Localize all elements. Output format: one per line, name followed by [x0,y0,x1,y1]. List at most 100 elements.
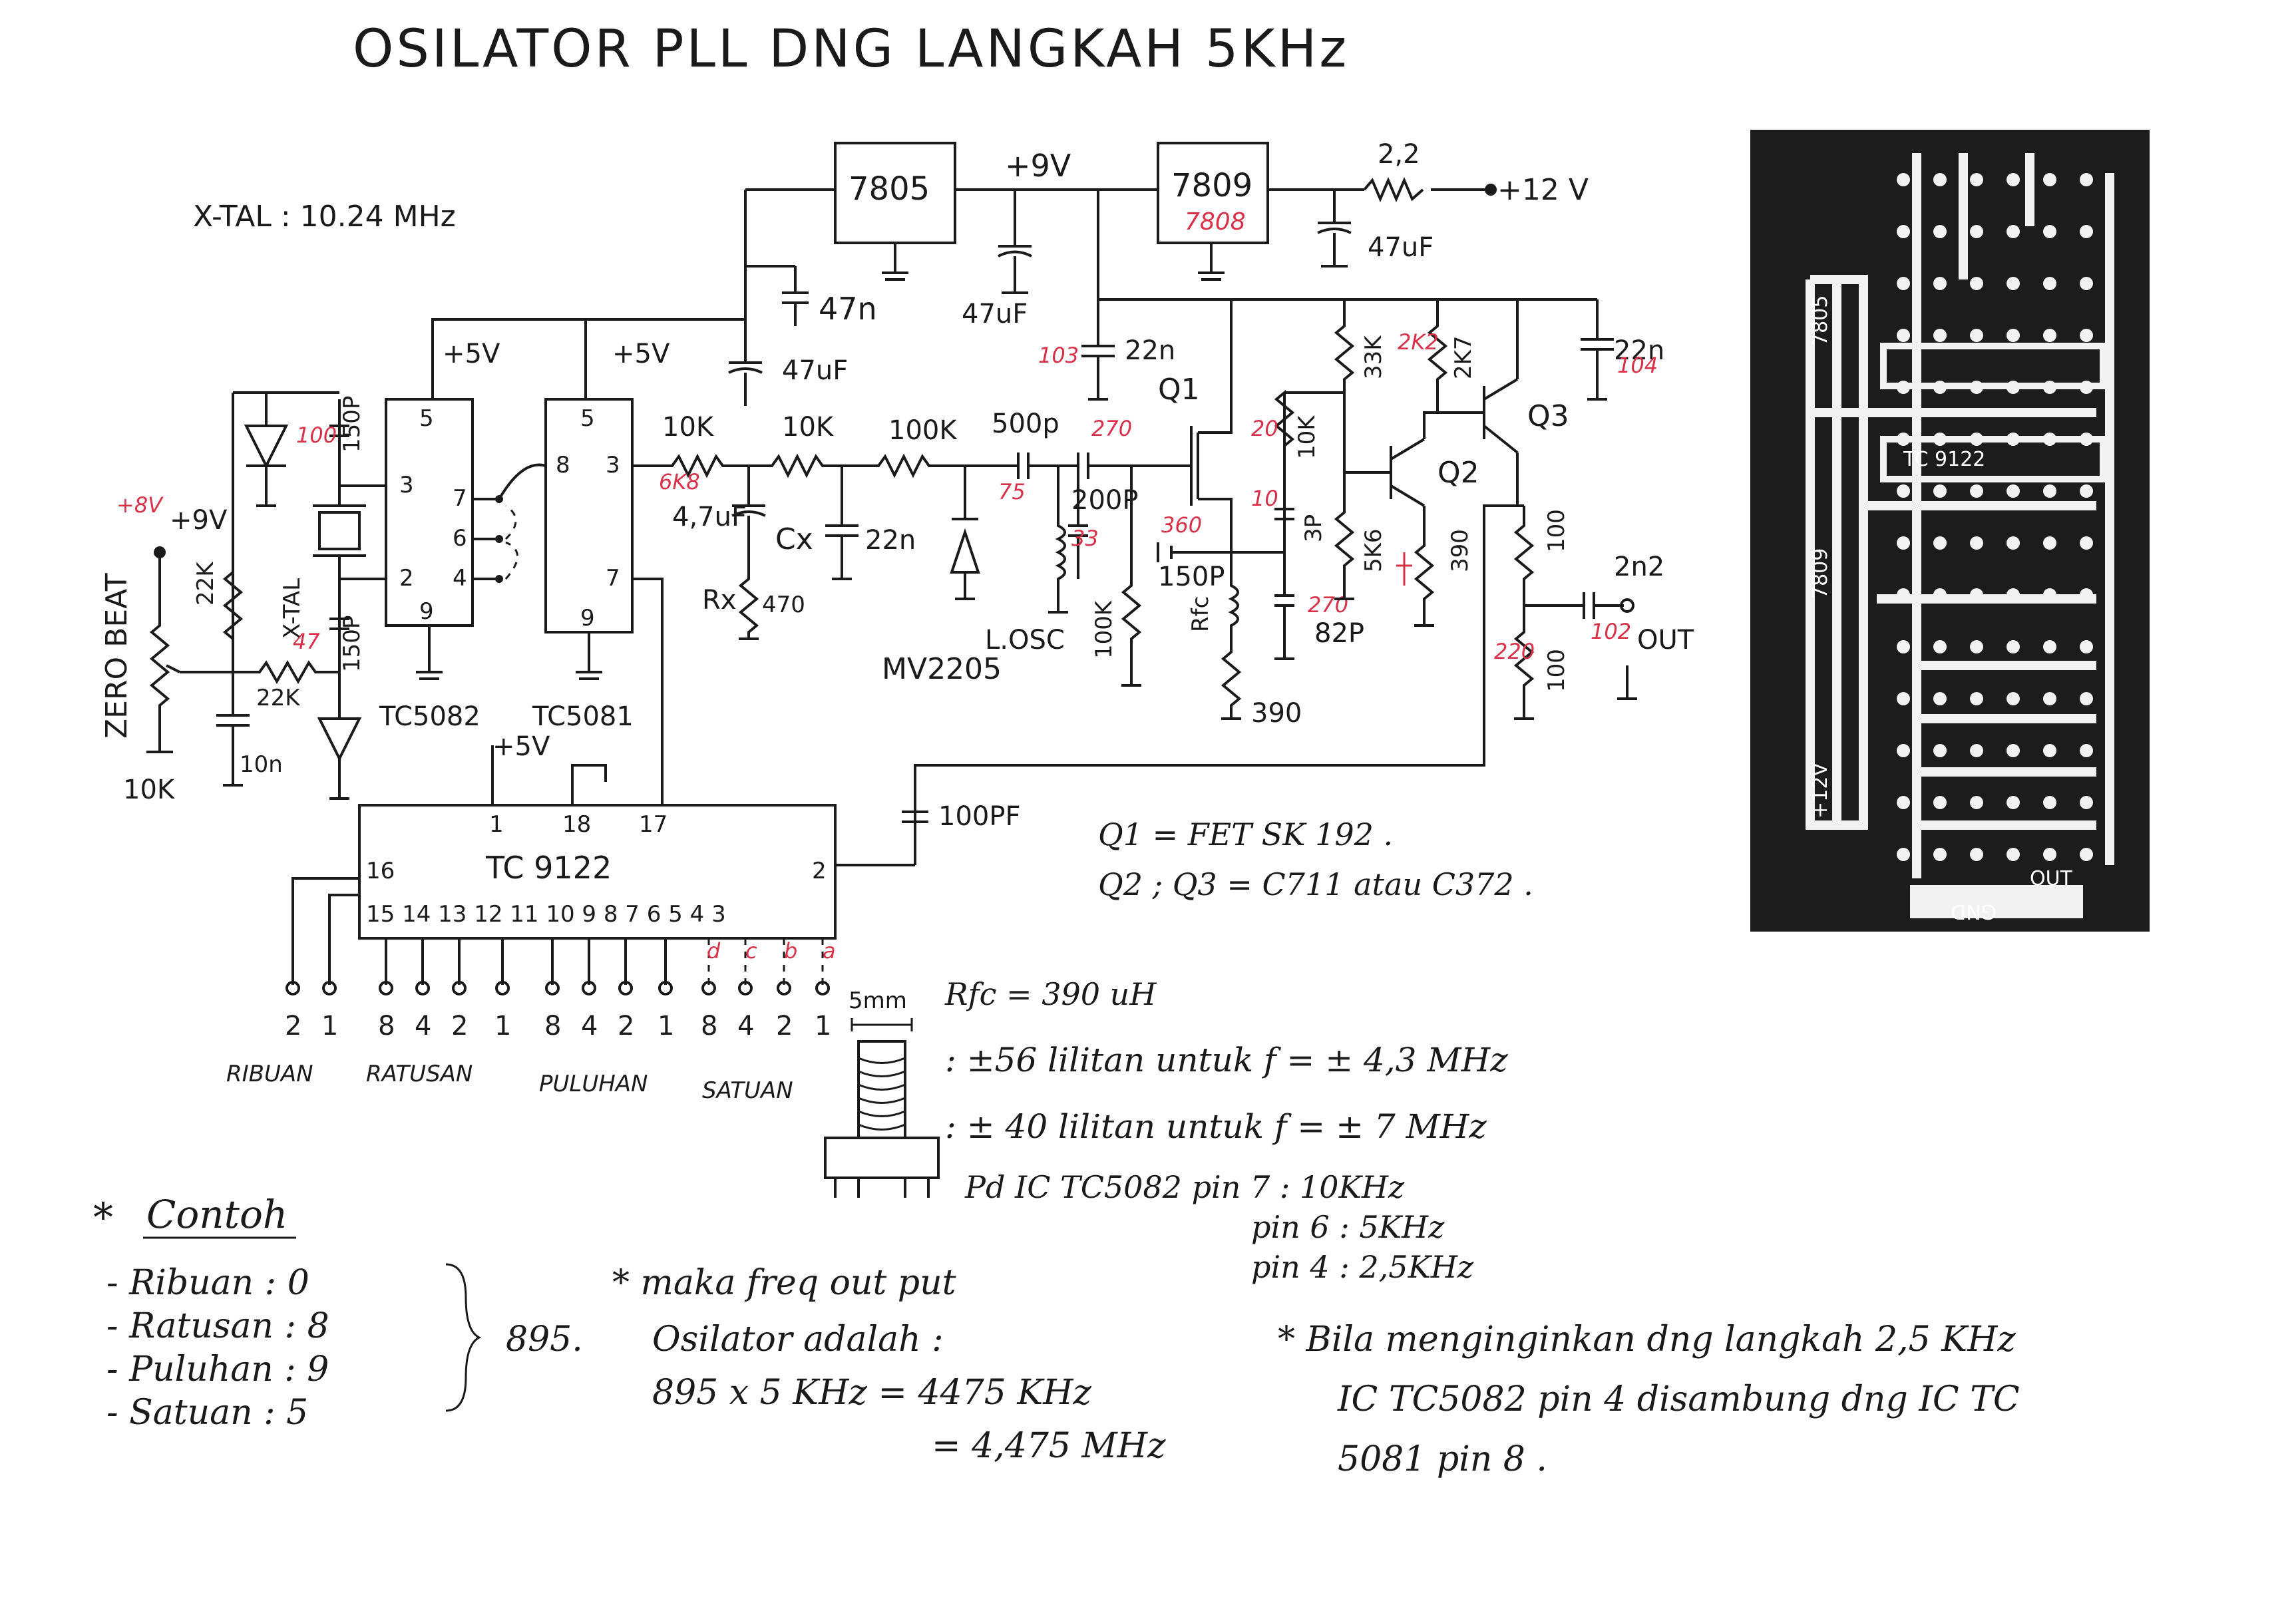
bcd-weight: 2 [451,1011,468,1041]
bcd-weight: 8 [378,1011,395,1041]
pcb-pad [2043,640,2056,653]
bcd-terminal[interactable] [379,981,393,995]
bcd-weight: 8 [701,1011,717,1041]
bcd-terminal[interactable] [545,981,560,995]
pcb-pad [1933,277,1947,290]
plus5-rail [431,318,745,399]
pcb-pad [2080,433,2093,446]
pcb-pad [2080,173,2093,186]
xtal-plates [313,479,366,586]
ic2-plus5-label: +5V [612,339,670,369]
red-mark: 20 [1251,416,1278,441]
mv2205-label: MV2205 [882,652,1002,686]
cap-100pf-label: 100PF [938,801,1020,832]
pcb-pad [1933,744,1947,757]
pcb-label: GND [1951,900,1997,923]
bcd-terminal[interactable] [701,981,716,995]
diameter-arrow [851,1018,913,1031]
pcb-label: +12V [1809,763,1832,818]
pin-label: 17 [639,811,668,838]
pcb-pad [1933,381,1947,394]
pcb-trace [1863,408,2096,604]
pcb-pad [1970,588,1983,602]
pcb-label: OUT [2030,867,2073,890]
res-10k-a-label: 10K [662,412,715,443]
cap-200p-label: 200P [1071,485,1138,516]
bcd-terminal[interactable] [286,981,300,995]
regulator-7809-red-note: 7808 [1185,208,1246,236]
bcd-terminal[interactable] [738,981,753,995]
plus9-label: +9V [170,505,228,536]
pcb-pad [1897,329,1910,342]
cap-150p-top [329,399,349,479]
pcb-pad [1897,848,1910,861]
regulator-7809-label: 7809 [1171,167,1252,204]
cap-22n-decouple [1081,299,1115,401]
group-ribuan: RIBUAN [226,1061,313,1087]
buffer-stage: 10K 33K 20 10 3P 82P 270 5K6 Q2 390 2K7 … [1231,299,1664,720]
diode-top [244,393,289,507]
cap-22n-b-label: 22n [1125,335,1175,366]
pcb-pad [2007,329,2020,342]
bcd-terminal[interactable] [582,981,596,995]
pin-label: 9 [419,598,434,625]
bcd-terminal[interactable] [322,981,337,995]
cx-rx-branch [731,466,766,640]
cap-47n-label: 47n [819,291,877,327]
cap-47uf-5v-label: 47uF [782,355,848,386]
bcd-terminal[interactable] [815,981,830,995]
ground-symbol [416,626,443,680]
regulator-7805 [834,142,956,244]
rx-label: Rx [702,585,736,616]
pin-label: 7 [606,565,620,592]
pcb-pad [2080,588,2093,602]
q1-label: Q1 [1158,373,1200,407]
pcb-pad [2007,848,2020,861]
cap-47uf-out-label: 47uF [1368,232,1434,263]
red-mark: 103 [1038,343,1079,368]
loop-filter: 10K 10K 100K 6K8 4,7uF Cx Rx 470 22n MV2… [632,412,1005,686]
xtal [318,511,361,550]
feedback-wire [914,504,1524,865]
res-100k-label: 100K [888,415,958,446]
bcd-terminal[interactable] [452,981,467,995]
red-letter: b [784,938,797,964]
red-mark: 75 [998,479,1026,504]
star-icon: * [93,1194,113,1241]
cap-10n [216,672,250,787]
q1-symbol [1171,299,1233,552]
bcd-terminal[interactable] [415,981,430,995]
pcb-pad [1970,848,1983,861]
res-22k-b-label: 22K [256,685,301,711]
red-letter: c [745,938,757,964]
pcb-pad [2043,848,2056,861]
bcd-terminal[interactable] [618,981,633,995]
note-coil56: : ±56 lilitan untuk f = ± 4,3 MHz [945,1041,1508,1079]
pcb-pad [2043,536,2056,550]
cap-47n [745,265,809,326]
note-q1: Q1 = FET SK 192 . [1098,816,1393,852]
bcd-terminal[interactable] [777,981,791,995]
red-mark: 33 [1071,526,1099,551]
q3-symbol [1483,299,1519,506]
bcd-terminal[interactable] [495,981,510,995]
pcb-pad [2043,329,2056,342]
zero-beat-label: ZERO BEAT [100,573,134,739]
note-calc2: = 4,475 MHz [932,1426,1166,1466]
pcb-pad [1933,329,1947,342]
bcd-terminal[interactable] [658,981,673,995]
pcb-trace [1810,279,1863,825]
input-resistor-label: 2,2 [1378,139,1420,170]
filter-resistors [632,453,1005,478]
pcb-pad [1970,640,1983,653]
pcb-pad [2043,381,2056,394]
out-ground [1617,665,1637,700]
pcb-pad [2007,277,2020,290]
note-rfc: Rfc = 390 uH [944,976,1157,1012]
ic-tc5082-label: TC5082 [379,701,480,732]
cx-label: Cx [775,522,813,556]
pcb-pad [2080,744,2093,757]
note-q23: Q2 ; Q3 = C711 atau C372 . [1098,866,1533,902]
pcb-pad [2080,329,2093,342]
